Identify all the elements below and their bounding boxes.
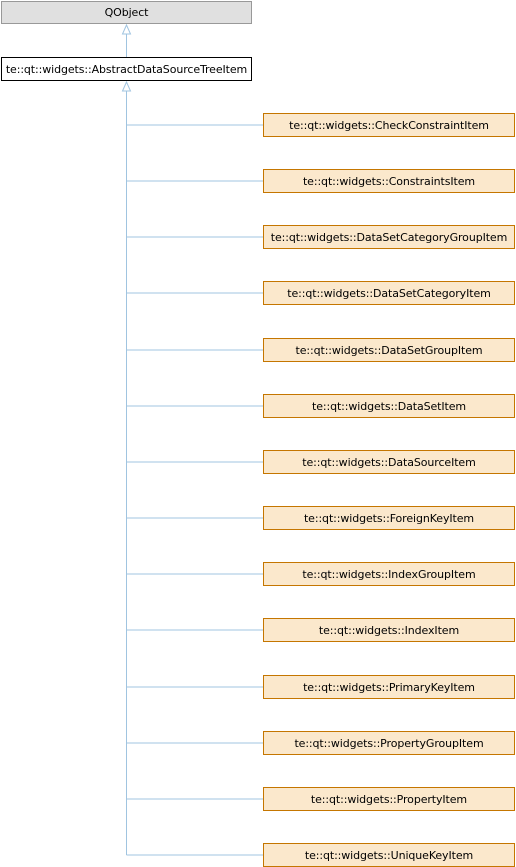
node-label: te::qt::widgets::AbstractDataSourceTreeI… [5, 62, 248, 76]
node-derived-class[interactable]: te::qt::widgets::IndexItem [263, 618, 515, 642]
node-derived-class[interactable]: te::qt::widgets::DataSetCategoryItem [263, 281, 515, 305]
node-derived-class[interactable]: te::qt::widgets::DataSetItem [263, 394, 515, 418]
node-label: te::qt::widgets::ConstraintsItem [302, 174, 476, 188]
node-derived-class[interactable]: te::qt::widgets::PrimaryKeyItem [263, 675, 515, 699]
node-label: te::qt::widgets::DataSetCategoryGroupIte… [270, 230, 508, 244]
node-label: te::qt::widgets::PropertyGroupItem [294, 736, 484, 750]
node-label: te::qt::widgets::IndexGroupItem [302, 567, 476, 581]
node-label: te::qt::widgets::IndexItem [318, 623, 460, 637]
inheritance-arrowhead [121, 23, 132, 35]
node-derived-class[interactable]: te::qt::widgets::DataSetCategoryGroupIte… [263, 225, 515, 249]
node-derived-class[interactable]: te::qt::widgets::ForeignKeyItem [263, 506, 515, 530]
node-derived-class[interactable]: te::qt::widgets::UniqueKeyItem [263, 843, 515, 867]
node-label: te::qt::widgets::CheckConstraintItem [289, 118, 489, 132]
node-label: QObject [104, 6, 149, 19]
node-derived-class[interactable]: te::qt::widgets::DataSourceItem [263, 450, 515, 474]
node-derived-class[interactable]: te::qt::widgets::IndexGroupItem [263, 562, 515, 586]
node-label: te::qt::widgets::PropertyItem [310, 792, 468, 806]
node-label: te::qt::widgets::DataSetGroupItem [295, 343, 483, 357]
node-derived-class[interactable]: te::qt::widgets::PropertyGroupItem [263, 731, 515, 755]
inheritance-arrowhead [121, 80, 132, 92]
node-qobject[interactable]: QObject [1, 1, 252, 24]
node-derived-class[interactable]: te::qt::widgets::PropertyItem [263, 787, 515, 811]
node-label: te::qt::widgets::DataSetCategoryItem [287, 286, 491, 300]
node-label: te::qt::widgets::PrimaryKeyItem [303, 680, 475, 694]
node-abstract-data-source-tree-item[interactable]: te::qt::widgets::AbstractDataSourceTreeI… [1, 57, 252, 81]
node-derived-class[interactable]: te::qt::widgets::CheckConstraintItem [263, 113, 515, 137]
node-label: te::qt::widgets::DataSourceItem [302, 455, 476, 469]
node-derived-class[interactable]: te::qt::widgets::DataSetGroupItem [263, 338, 515, 362]
node-label: te::qt::widgets::ForeignKeyItem [303, 511, 475, 525]
node-label: te::qt::widgets::DataSetItem [311, 399, 466, 413]
node-label: te::qt::widgets::UniqueKeyItem [304, 848, 474, 862]
node-derived-class[interactable]: te::qt::widgets::ConstraintsItem [263, 169, 515, 193]
